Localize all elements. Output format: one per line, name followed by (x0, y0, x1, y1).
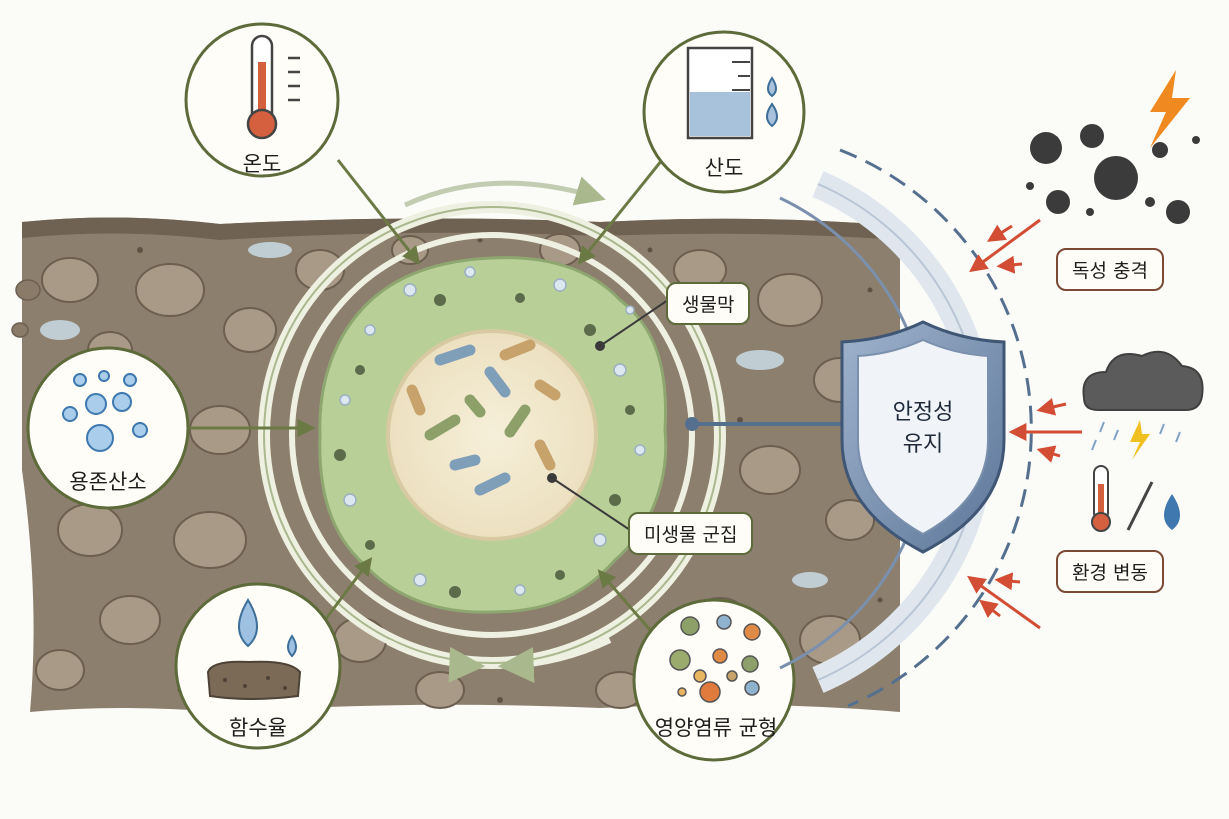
label-biofilm: 생물막 (666, 282, 751, 325)
factor-arrows (188, 159, 664, 631)
water-drop-icon (766, 76, 778, 128)
label-temperature: 온도 (242, 152, 282, 176)
label-stability-line2: 유지 (902, 432, 944, 457)
beaker-icon (686, 46, 754, 140)
label-dissolved-oxygen: 용존산소 (69, 470, 147, 494)
regulation-rings (258, 176, 726, 683)
label-nutrient-balance: 영양염류 균형 (654, 716, 778, 740)
moisture-circle (174, 582, 342, 750)
storm-cloud-icon (1082, 350, 1204, 460)
label-acidity: 산도 (704, 156, 744, 180)
acidity-circle (642, 30, 806, 194)
label-stability-line1: 안정성 (892, 400, 954, 425)
leader-lines (547, 299, 669, 531)
threat-arrows (967, 218, 1082, 630)
dissolved-oxygen-circle (26, 346, 190, 510)
temperature-circle (184, 22, 340, 178)
thermometer-icon (246, 34, 300, 140)
label-moisture: 함수율 (229, 716, 287, 740)
toxic-particles-icon (1026, 124, 1200, 224)
stability-shield (685, 320, 1006, 554)
nutrient-balance-circle (632, 598, 796, 762)
lightning-icon (1150, 70, 1190, 148)
label-microbial-community: 미생물 군집 (628, 512, 754, 555)
water-drop-icon (238, 598, 297, 658)
microbial-core (386, 329, 598, 541)
label-environmental-change: 환경 변동 (1056, 550, 1164, 593)
variation-icons (1091, 465, 1180, 532)
label-toxic-shock: 독성 충격 (1056, 248, 1164, 291)
bubbles-icon (62, 370, 148, 452)
nutrient-spheres-icon (669, 614, 761, 703)
soil-clod-icon (206, 660, 302, 700)
